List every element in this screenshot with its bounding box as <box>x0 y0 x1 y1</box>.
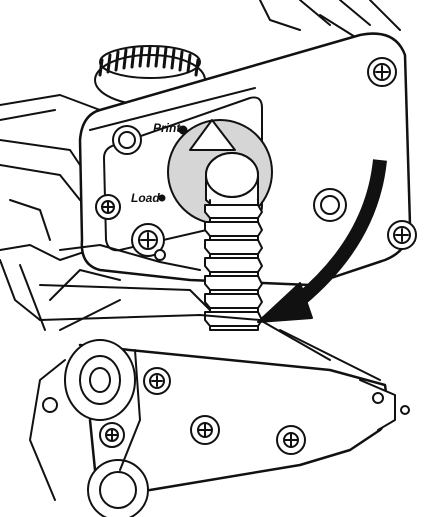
plate-screws <box>95 57 417 261</box>
label-print: Print <box>153 121 181 135</box>
small-nut-icon <box>154 249 166 261</box>
rotation-arrow-icon <box>257 159 387 323</box>
screw-icon <box>387 220 417 250</box>
screw-icon <box>99 422 125 448</box>
label-load: Load <box>131 191 160 205</box>
left-pulleys <box>29 339 149 517</box>
load-dot-icon <box>158 194 166 202</box>
screw-icon <box>367 57 397 87</box>
ribbed-coupling <box>204 199 263 331</box>
screw-icon <box>143 367 171 395</box>
screw-icon <box>42 397 58 413</box>
print-load-knob <box>167 119 273 225</box>
lower-screws <box>42 367 306 455</box>
screw-icon <box>190 415 220 445</box>
screw-icon <box>112 125 142 155</box>
screw-icon <box>131 223 165 257</box>
screw-icon <box>313 188 347 222</box>
screw-icon <box>276 425 306 455</box>
screw-icon <box>95 194 121 220</box>
knob-labels: Print Load <box>131 121 181 205</box>
